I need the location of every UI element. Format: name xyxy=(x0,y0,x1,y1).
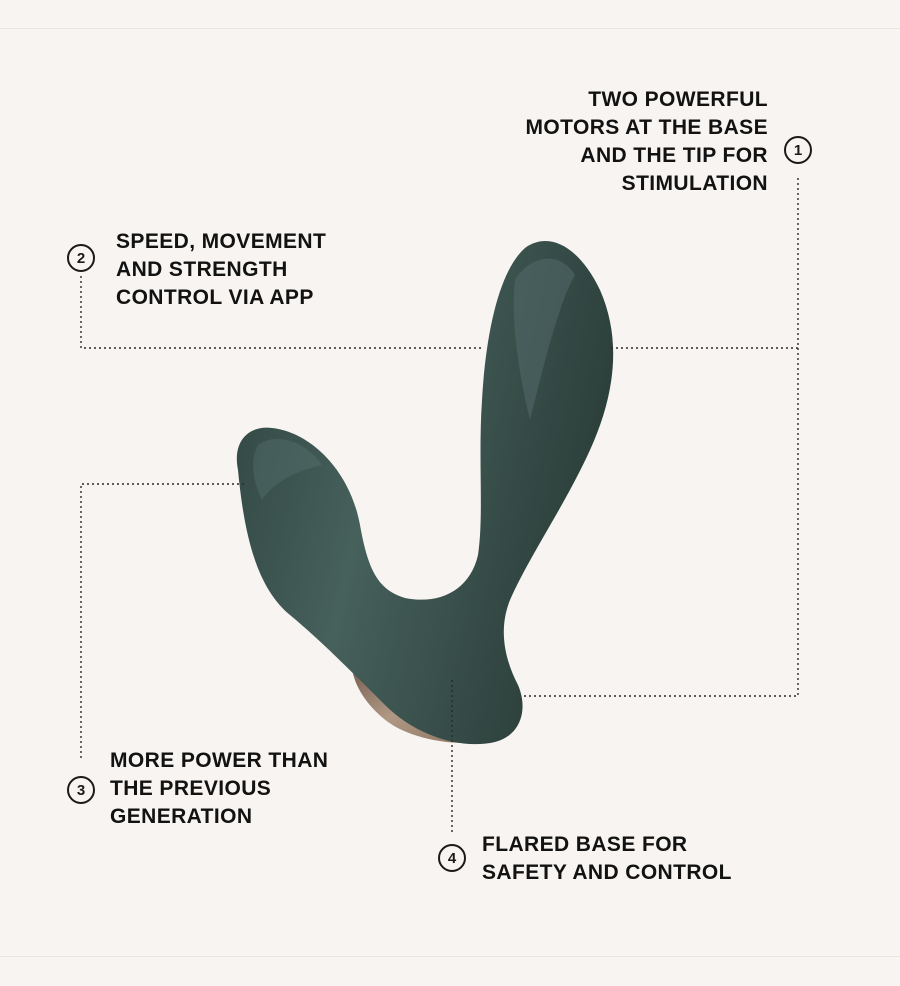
callout-2-badge: 2 xyxy=(67,244,95,272)
callout-3-line-3: GENERATION xyxy=(110,805,253,828)
callout-4-line-2: SAFETY AND CONTROL xyxy=(482,861,732,884)
leader-lines xyxy=(80,178,799,832)
bottom-divider xyxy=(0,956,900,957)
callout-1-line-2: MOTORS AT THE BASE xyxy=(525,116,768,139)
callout-4-line-1: FLARED BASE FOR xyxy=(482,833,688,856)
short-arm-highlight xyxy=(253,438,322,500)
leader-line-3 xyxy=(80,483,244,758)
callout-4-badge: 4 xyxy=(438,844,466,872)
callout-2-line-3: CONTROL VIA APP xyxy=(116,286,314,309)
callout-2-line-2: AND STRENGTH xyxy=(116,258,288,281)
callout-1-line-3: AND THE TIP FOR xyxy=(580,144,768,167)
callout-3-line-2: THE PREVIOUS xyxy=(110,777,272,800)
callout-3-line-1: MORE POWER THAN xyxy=(110,749,329,772)
callout-1-line-1: TWO POWERFUL xyxy=(588,88,768,111)
callout-4-text: FLARED BASE FOR SAFETY AND CONTROL xyxy=(482,831,732,887)
leader-line-1 xyxy=(522,178,799,697)
callout-1-badge: 1 xyxy=(784,136,812,164)
callout-1-text: TWO POWERFUL MOTORS AT THE BASE AND THE … xyxy=(526,86,769,198)
callout-3-badge: 3 xyxy=(67,776,95,804)
callout-2-text: SPEED, MOVEMENT AND STRENGTH CONTROL VIA… xyxy=(116,228,326,312)
top-divider xyxy=(0,28,900,29)
long-arm-highlight xyxy=(513,258,575,420)
product-body xyxy=(236,241,614,745)
leader-line-2 xyxy=(80,276,484,349)
callout-1-line-4: STIMULATION xyxy=(621,172,768,195)
callout-3-text: MORE POWER THAN THE PREVIOUS GENERATION xyxy=(110,747,328,831)
callout-2-line-1: SPEED, MOVEMENT xyxy=(116,230,327,253)
